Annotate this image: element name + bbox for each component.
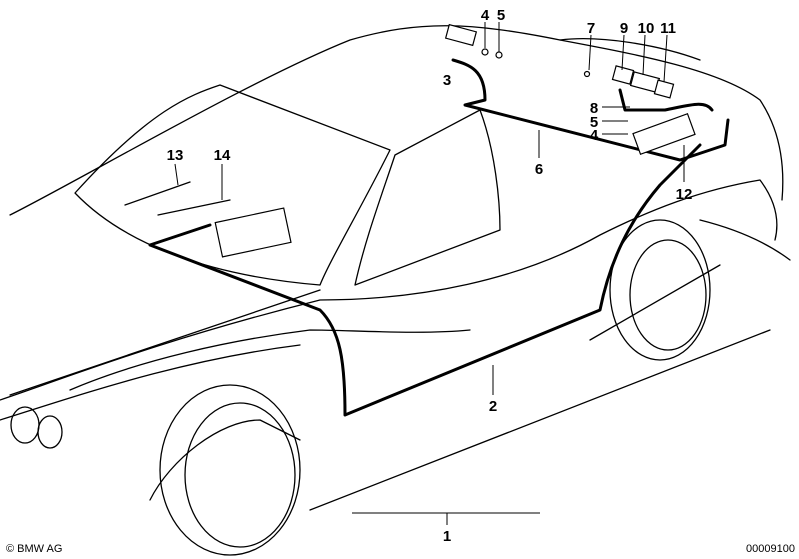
- cable-6: [451, 58, 730, 162]
- label-part-5: 5: [497, 7, 505, 24]
- part-4-nut: [481, 48, 489, 56]
- part-9-module: [611, 65, 635, 85]
- label-part-11: 11: [660, 20, 676, 37]
- radio-unit: [214, 207, 292, 258]
- leader-lines: [174, 22, 685, 525]
- label-part-4: 4: [481, 7, 490, 24]
- label-part-3: 3: [443, 72, 451, 89]
- part-13-cable: [124, 181, 191, 206]
- label-part-10: 10: [638, 20, 655, 37]
- part-5-nut: [495, 51, 503, 59]
- cable-8: [618, 88, 714, 112]
- part-10-module: [629, 71, 661, 93]
- label-part-8: 8: [590, 100, 598, 117]
- label-part-5-lower: 5: [590, 114, 598, 131]
- label-part-6: 6: [535, 161, 543, 178]
- label-part-1: 1: [443, 528, 451, 545]
- label-part-7: 7: [587, 20, 595, 37]
- image-number: 00009100: [746, 543, 795, 555]
- label-part-13: 13: [167, 147, 184, 164]
- part-12-control-unit: [632, 112, 696, 156]
- label-part-2: 2: [489, 398, 497, 415]
- label-part-14: 14: [214, 147, 231, 164]
- label-part-12: 12: [676, 186, 693, 203]
- part-14-cable: [157, 199, 231, 216]
- part-7-screw: [583, 70, 591, 78]
- car-outline: [0, 25, 791, 556]
- copyright: © BMW AG: [6, 543, 62, 555]
- label-part-9: 9: [620, 20, 628, 37]
- part-3-speaker: [444, 23, 478, 47]
- label-part-4-lower: 4: [590, 127, 599, 144]
- part-11-module: [653, 79, 675, 99]
- cable-2: [148, 143, 702, 417]
